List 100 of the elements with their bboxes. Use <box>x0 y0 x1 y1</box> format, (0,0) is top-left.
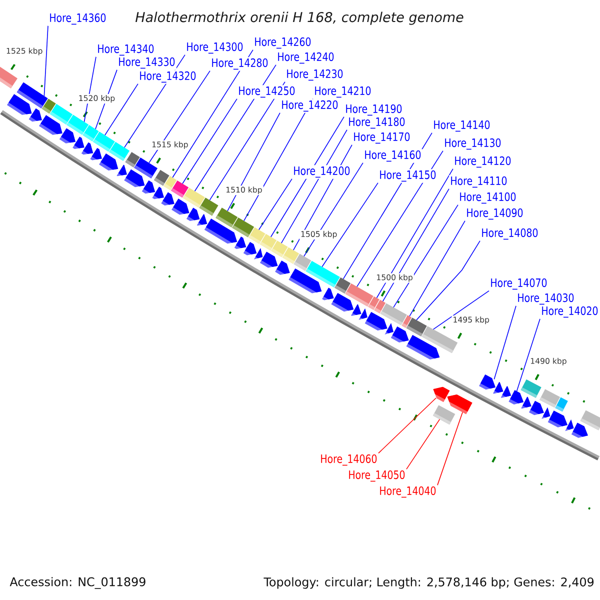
gene-label: Hore_14110 <box>451 176 507 188</box>
gene-block <box>234 236 246 249</box>
leader-line <box>304 162 364 257</box>
gene-label: Hore_14070 <box>491 278 547 290</box>
gene-block <box>390 326 409 343</box>
gene-label: Hore_14040 <box>380 486 436 498</box>
leader-line <box>409 220 466 317</box>
gene-label: Hore_14330 <box>119 57 175 69</box>
leader-line <box>342 132 432 280</box>
gene-label: Hore_14220 <box>282 100 338 112</box>
leader-line <box>376 168 454 298</box>
gene-block <box>204 218 238 244</box>
gene-block <box>580 410 600 430</box>
leader-line <box>406 418 440 470</box>
leader-line <box>280 129 348 244</box>
gene-label: Hore_14160 <box>365 150 421 162</box>
gene-label: Hore_14260 <box>255 37 311 49</box>
gene-block <box>172 198 190 215</box>
leader-line <box>270 116 344 238</box>
gene-label: Hore_14200 <box>294 166 350 178</box>
gene-block <box>0 66 18 88</box>
gene-label: Hore_14340 <box>98 44 154 56</box>
gene-label: Hore_14280 <box>212 58 268 70</box>
gene-block <box>59 128 76 144</box>
gene-label: Hore_14130 <box>445 138 501 150</box>
leader-line <box>356 150 444 288</box>
leader-line <box>182 98 238 184</box>
gene-label: Hore_14210 <box>315 86 371 98</box>
footer-text: Topology: circular; Length: 2,578,146 bp; Genes: 2,409 <box>264 577 594 589</box>
gene-block <box>493 382 504 394</box>
leader-line <box>258 178 292 230</box>
gene-block <box>406 335 440 360</box>
gene-block <box>500 386 512 398</box>
gene-label: Hore_14140 <box>434 120 490 132</box>
leader-line <box>393 204 458 308</box>
gene-block <box>565 420 574 432</box>
gene-label: Hore_14190 <box>346 104 402 116</box>
leader-line <box>494 305 516 380</box>
gene-label: Hore_14080 <box>482 228 538 240</box>
gene-label: Hore_14300 <box>187 42 243 54</box>
leader-line <box>378 398 436 454</box>
gene-block <box>161 192 174 206</box>
leader-line <box>194 64 276 192</box>
gene-block <box>351 304 362 316</box>
footer-text: Accession: NC_011899 <box>10 577 146 589</box>
gene-label: Hore_14170 <box>354 132 410 144</box>
leader-line <box>437 412 463 486</box>
gene-block <box>322 288 334 300</box>
gene-block <box>275 260 290 275</box>
gene-label: Hore_14180 <box>349 117 405 129</box>
gene-block <box>521 396 532 409</box>
gene-block <box>542 407 550 419</box>
gene-label: Hore_14120 <box>455 156 511 168</box>
gene-block <box>99 154 118 170</box>
gene-block <box>555 397 568 412</box>
gene-block <box>72 136 84 149</box>
gene-label: Hore_14030 <box>518 293 574 305</box>
gene-block <box>331 292 354 312</box>
gene-label: Hore_14230 <box>287 69 343 81</box>
gene-block <box>6 94 32 115</box>
gene-label: Hore_14360 <box>50 13 106 25</box>
leader-line <box>104 83 138 136</box>
gene-block <box>38 115 62 135</box>
title: Halothermothrix orenii H 168, complete genome <box>136 12 464 25</box>
gene-block <box>288 268 322 294</box>
gene-block <box>254 248 263 260</box>
gene-label: Hore_14240 <box>278 52 334 64</box>
gene-label: Hore_14020 <box>542 306 598 318</box>
leader-line <box>172 49 254 178</box>
leader-line <box>84 56 96 122</box>
gene-block <box>90 148 102 160</box>
gene-block <box>520 379 542 398</box>
leader-line <box>416 240 480 320</box>
gene-block <box>384 323 394 334</box>
gene-label: Hore_14320 <box>140 71 196 83</box>
leader-line <box>124 54 186 148</box>
gene-block <box>142 180 156 194</box>
leader-line <box>209 81 286 201</box>
gene-block <box>196 214 208 226</box>
leader-line <box>95 69 118 130</box>
gene-block <box>406 318 427 336</box>
gene-block <box>81 142 94 155</box>
leader-line <box>227 112 280 212</box>
gene-block <box>433 386 450 402</box>
leader-line <box>293 144 352 250</box>
gene-block <box>447 394 472 414</box>
gene-block <box>260 252 278 268</box>
gene-block <box>432 405 456 425</box>
gene-label: Hore_14060 <box>321 454 377 466</box>
gene-block <box>116 164 127 176</box>
gene-block <box>124 169 145 188</box>
gene-block <box>199 198 218 216</box>
gene-label: Hore_14100 <box>460 192 516 204</box>
leader-line <box>148 70 210 164</box>
gene-label: Hore_14050 <box>349 470 405 482</box>
leader-line <box>432 290 490 330</box>
leader-line <box>516 318 540 392</box>
gene-label: Hore_14250 <box>239 86 295 98</box>
gene-block <box>152 186 164 200</box>
gene-block <box>364 312 388 331</box>
